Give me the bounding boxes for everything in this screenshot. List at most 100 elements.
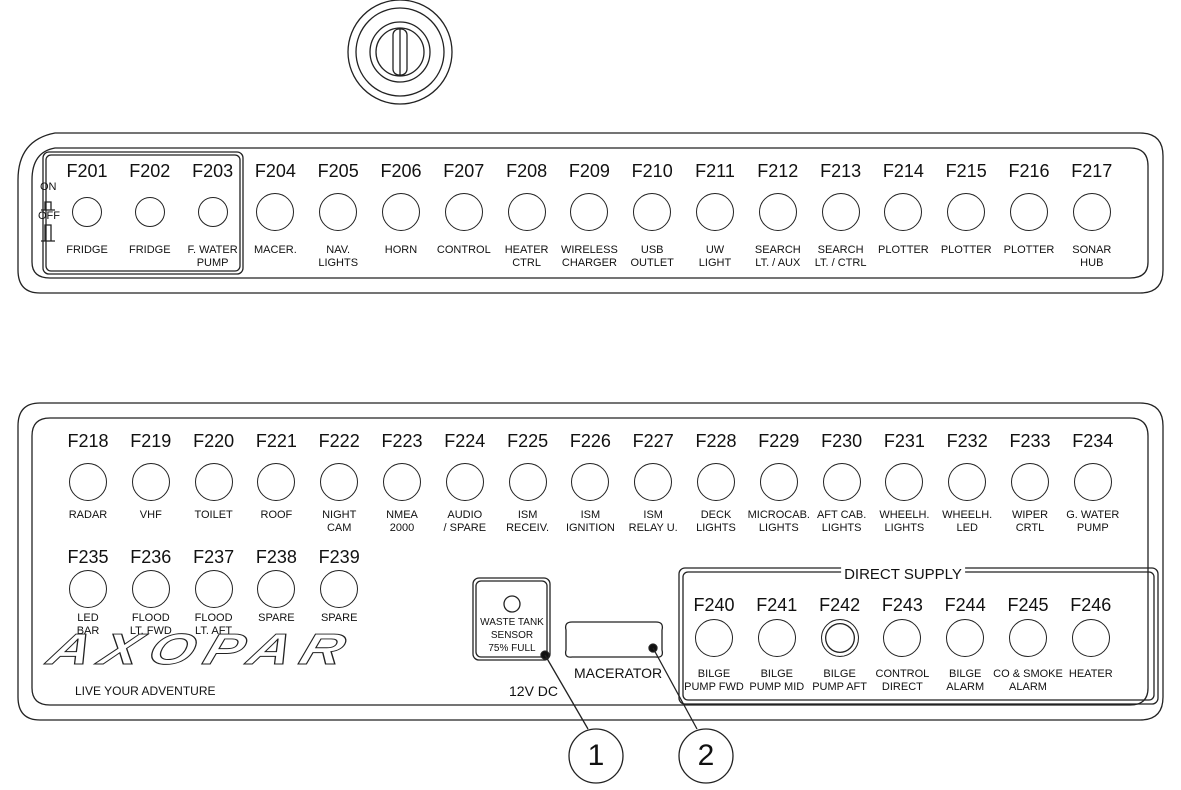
fuse-button-f208[interactable] <box>507 193 546 231</box>
fuse-caption: SEARCH <box>817 244 864 256</box>
fuse-button-f212[interactable] <box>758 193 797 231</box>
fuse-button-f206[interactable] <box>382 193 420 231</box>
fuse-button-f237[interactable] <box>194 570 233 608</box>
waste-tank-fill-level: 75% FULL <box>488 643 536 654</box>
fuse-id-label: F232 <box>946 431 988 451</box>
fuse-button-f231[interactable] <box>885 463 924 501</box>
fuse-button-f214[interactable] <box>884 193 923 231</box>
fuse-caption: ISM <box>580 509 601 521</box>
fuse-id-label: F204 <box>254 161 296 181</box>
fuse-button-f207[interactable] <box>444 193 483 231</box>
fuse-button-f226[interactable] <box>571 463 610 501</box>
fuse-button-f235[interactable] <box>69 570 107 608</box>
fuse-button-f217[interactable] <box>1072 193 1111 231</box>
fuse-id-label: F241 <box>756 595 798 615</box>
fuse-button-f201[interactable] <box>72 197 102 227</box>
fuse-button-f221[interactable] <box>257 463 296 501</box>
fuse-button-f211[interactable] <box>696 193 734 231</box>
fuse-button-f223[interactable] <box>383 463 421 501</box>
fuse-caption: VHF <box>139 509 162 521</box>
fuse-caption: USB <box>640 244 664 256</box>
fuse-button-f246[interactable] <box>1071 619 1110 657</box>
fuse-button-f205[interactable] <box>319 193 358 231</box>
fuse-caption: WHEELH. <box>942 509 993 521</box>
fuse-button-f238[interactable] <box>257 570 296 608</box>
fuse-id-label: F225 <box>507 431 549 451</box>
fuse-id-label: F229 <box>758 431 800 451</box>
fuse-id-label: F228 <box>695 431 737 451</box>
fuse-button-f228[interactable] <box>697 463 735 501</box>
fuse-caption: LT. AFT <box>195 625 233 637</box>
fuse-caption: BILGE <box>697 668 731 680</box>
fuse-button-f222[interactable] <box>320 463 359 501</box>
fuse-button-f233[interactable] <box>1011 463 1049 501</box>
fuse-caption: LIGHTS <box>884 522 925 534</box>
fuse-caption: LIGHT <box>698 257 732 269</box>
fuse-id-label: F209 <box>568 161 610 181</box>
fuse-button-f227[interactable] <box>634 463 673 501</box>
fuse-caption: ISM <box>517 509 538 521</box>
fuse-caption: FLOOD <box>194 612 233 624</box>
fuse-id-label: F212 <box>757 161 799 181</box>
fuse-id-label: F230 <box>821 431 863 451</box>
fuse-caption: CRTL <box>1015 522 1045 534</box>
fuse-caption: CAM <box>326 522 352 534</box>
fuse-button-f224[interactable] <box>445 463 484 501</box>
fuse-button-f232[interactable] <box>948 463 987 501</box>
fuse-id-label: F223 <box>381 431 423 451</box>
fuse-button-f203[interactable] <box>197 197 228 227</box>
fuse-button-f209[interactable] <box>570 193 609 231</box>
tagline: LIVE YOUR ADVENTURE <box>75 684 216 698</box>
fuse-caption: PUMP <box>1076 522 1109 534</box>
fuse-caption: RELAY U. <box>628 522 678 534</box>
fuse-caption: ALARM <box>1009 681 1047 693</box>
fuse-button-f245[interactable] <box>1009 619 1047 657</box>
fuse-caption: LT. / CTRL <box>814 257 867 269</box>
fuse-button-f230[interactable] <box>822 463 861 501</box>
fuse-button-f234[interactable] <box>1073 463 1112 501</box>
fuse-button-f219[interactable] <box>131 463 170 501</box>
fuse-button-f210[interactable] <box>633 193 672 231</box>
fuse-caption: WIRELESS <box>560 244 618 256</box>
fuse-button-f240[interactable] <box>695 619 733 657</box>
fuse-button-f213[interactable] <box>821 193 860 231</box>
fuse-button-f225[interactable] <box>508 463 547 501</box>
direct-supply-title: DIRECT SUPPLY <box>841 566 965 583</box>
fuse-id-label: F239 <box>318 547 360 567</box>
fuse-caption: SEARCH <box>754 244 801 256</box>
fuse-id-label: F203 <box>192 161 234 181</box>
fuse-button-f239[interactable] <box>320 570 359 608</box>
fuse-id-label: F242 <box>819 595 861 615</box>
fuse-caption: NAV. <box>326 244 351 256</box>
fuse-caption: FLOOD <box>131 612 170 624</box>
fuse-button-f204[interactable] <box>256 193 295 231</box>
fuse-caption: LED <box>77 612 99 624</box>
fuse-id-label: F217 <box>1071 161 1113 181</box>
fuse-caption: BAR <box>76 625 100 637</box>
fuse-button-f243[interactable] <box>883 619 922 657</box>
fuse-button-f216[interactable] <box>1010 193 1048 231</box>
fuse-button-f229[interactable] <box>759 463 798 501</box>
fuse-caption: WIPER <box>1011 509 1049 521</box>
fuse-button-f241[interactable] <box>757 619 796 657</box>
fuse-caption: HEATER <box>504 244 549 256</box>
fuse-button-f244[interactable] <box>946 619 985 657</box>
fuse-button-f236[interactable] <box>131 570 170 608</box>
fuse-button-f202[interactable] <box>134 197 165 227</box>
fuse-caption: PUMP FWD <box>684 681 744 693</box>
fuse-caption: AUDIO <box>447 509 483 521</box>
fuse-button-f215[interactable] <box>947 193 986 231</box>
fuse-id-label: F210 <box>631 161 673 181</box>
fuse-button-f218[interactable] <box>69 463 107 501</box>
fuse-caption: PUMP AFT <box>812 681 867 693</box>
fuse-caption: ALARM <box>946 681 985 693</box>
fuse-id-label: F220 <box>193 431 235 451</box>
fuse-id-label: F207 <box>443 161 485 181</box>
fuse-id-label: F202 <box>129 161 171 181</box>
fuse-button-f242[interactable] <box>820 619 859 657</box>
fuse-id-label: F240 <box>693 595 735 615</box>
fuse-id-label: F222 <box>318 431 360 451</box>
fuse-caption: G. WATER <box>1066 509 1120 521</box>
fuse-button-f220[interactable] <box>194 463 233 501</box>
